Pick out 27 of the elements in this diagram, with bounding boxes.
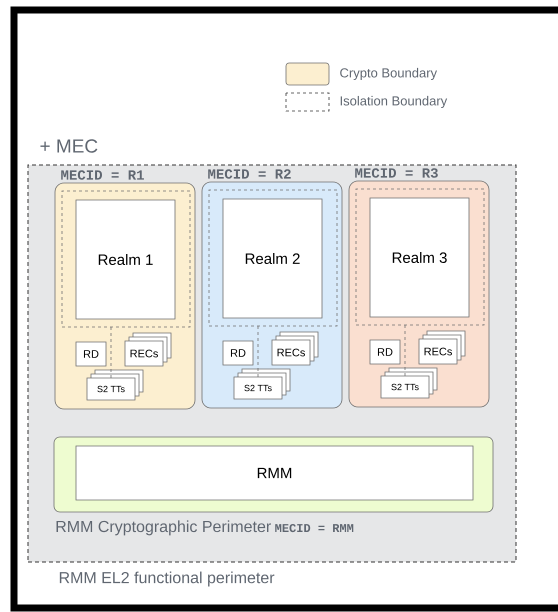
isolation-boundary <box>356 188 484 326</box>
section-label: + MEC <box>40 139 98 153</box>
isolation-boundary <box>208 190 338 326</box>
realm-box: Realm 3 <box>370 198 470 318</box>
rd-box: RD <box>76 342 106 366</box>
connector-line <box>404 324 406 376</box>
mecid-label: MECID = RMM <box>275 524 354 532</box>
mecid-label: MECID = R1 <box>61 170 144 180</box>
isolation-boundary <box>62 190 190 328</box>
stacked-boxes: S2 TTs <box>380 368 438 398</box>
realm-box: Realm 2 <box>222 198 322 318</box>
rd-box: RD <box>222 340 254 366</box>
stacked-boxes: S2 TTs <box>86 370 144 400</box>
stacked-boxes: S2 TTs <box>234 368 290 400</box>
mecid-label: MECID = R2 <box>208 169 291 179</box>
legend-label: Isolation Boundary <box>340 96 448 108</box>
stacked-boxes: RECs <box>272 332 318 366</box>
rd-box: RD <box>370 340 400 364</box>
perimeter-label: RMM Cryptographic Perimeter <box>56 520 271 536</box>
mecid-label: MECID = R3 <box>355 168 438 178</box>
legend-label: Crypto Boundary <box>340 68 438 80</box>
stacked-boxes: RECs <box>124 332 172 366</box>
rmm-box: RMM <box>76 446 474 500</box>
perimeter-label: RMM EL2 functional perimeter <box>60 572 274 586</box>
stacked-boxes: RECs <box>418 330 466 364</box>
connector-line <box>110 326 112 378</box>
realm-box: Realm 1 <box>76 200 176 320</box>
